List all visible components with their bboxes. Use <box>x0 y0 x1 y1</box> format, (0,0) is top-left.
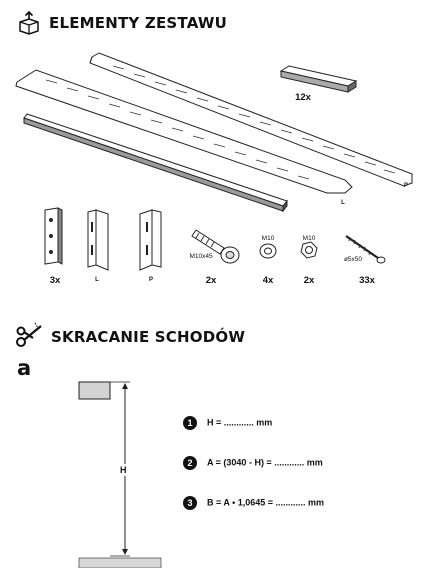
section-title-components: ELEMENTY ZESTAWU <box>49 14 227 32</box>
scissors-icon <box>15 322 45 348</box>
bracket-right-mark: P <box>148 277 153 283</box>
stringer-left-mark: L <box>341 200 345 206</box>
bracket-left <box>87 209 109 271</box>
step-number: 3 <box>183 496 197 510</box>
stringer-right-mark: P <box>403 183 408 189</box>
washer <box>259 243 277 259</box>
step-2: 2 A = (3040 - H) = ............ mm <box>183 456 323 470</box>
bolt-size-label: M10x45 <box>189 253 213 260</box>
step-number: 2 <box>183 456 197 470</box>
box-icon <box>17 10 41 35</box>
washer-size-label: M10 <box>261 235 275 242</box>
step-3: 3 B = A • 1,0645 = ............ mm <box>183 496 324 510</box>
step-number: 1 <box>183 416 197 430</box>
bracket-count-label: 3x <box>49 275 61 286</box>
bolt <box>191 229 240 264</box>
tread-board <box>279 65 358 93</box>
bolt-count-label: 2x <box>205 275 217 286</box>
screw <box>345 235 386 264</box>
step-formula: B = A • 1,0645 = ............ mm <box>207 497 325 508</box>
section-title-shortening: SKRACANIE SCHODÓW <box>51 328 246 346</box>
handrail <box>23 113 288 213</box>
step-formula: A = (3040 - H) = ............ mm <box>207 457 323 468</box>
stringer-left <box>15 69 353 194</box>
bracket-plain <box>44 207 63 265</box>
step-1: 1 H = ............ mm <box>183 416 272 430</box>
screw-count-label: 33x <box>359 275 375 286</box>
parts-illustration <box>15 52 413 271</box>
height-label: H <box>120 464 127 476</box>
bracket-left-mark: L <box>95 277 99 283</box>
step-formula: H = ............ mm <box>207 417 273 428</box>
nut <box>300 241 318 259</box>
washer-count-label: 4x <box>262 275 274 286</box>
screw-size-label: ø5x50 <box>343 256 363 263</box>
nut-size-label: M10 <box>302 235 316 242</box>
bracket-right <box>139 209 162 271</box>
stringer-right <box>89 52 413 187</box>
nut-count-label: 2x <box>303 275 315 286</box>
tread-count-label: 12x <box>295 92 311 103</box>
height-diagram <box>78 381 162 568</box>
figure-letter: a <box>17 356 32 380</box>
